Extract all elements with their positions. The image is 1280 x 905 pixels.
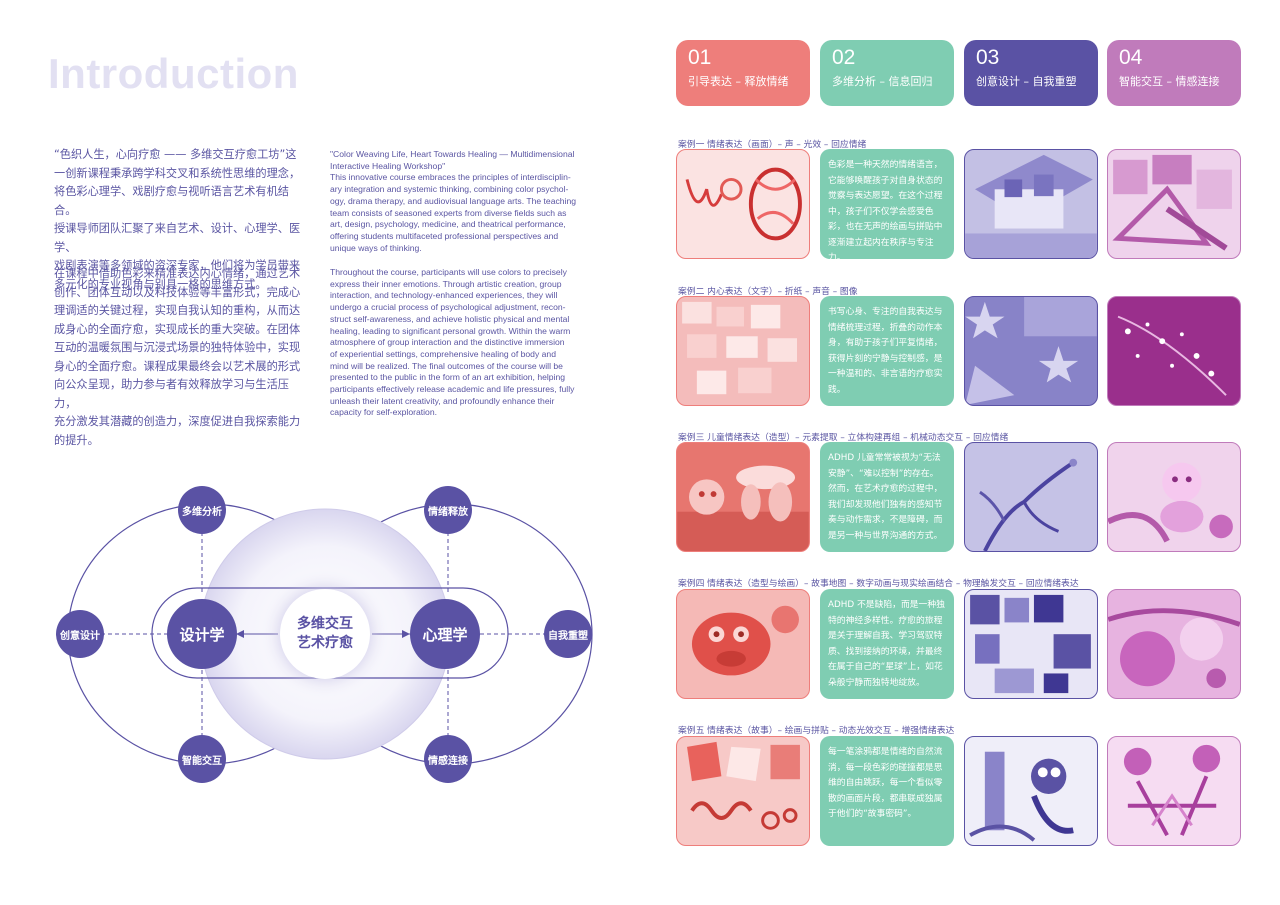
case-1-title: 案例一 情绪表达（画面）– 声 – 光效 – 回应情绪 — [678, 140, 867, 150]
category-01: 01 引导表达 – 释放情绪 — [676, 40, 810, 106]
case-4-description: ADHD 不是缺陷，而是一种独特的神经多样性。疗愈的旅程是关于理解自我、学习驾驭… — [820, 589, 954, 699]
case-4-image-red — [676, 589, 810, 699]
case-5-image-red — [676, 736, 810, 846]
case-2-title: 案例二 内心表达（文字）– 折纸 – 声音 – 图像 — [678, 287, 858, 297]
emotion-release-node: 情绪释放 — [424, 486, 472, 534]
category-04: 04 智能交互 – 情感连接 — [1107, 40, 1241, 106]
design-node: 设计学 — [167, 599, 237, 669]
case-2-description: 书写心身、专注的自我表达与情绪梳理过程，折叠的动作本身，有助于孩子们平复情绪，获… — [820, 296, 954, 406]
category-04-number: 04 — [1119, 46, 1143, 69]
emotional-connection-node: 情感连接 — [424, 735, 472, 783]
case-3-image-red — [676, 442, 810, 552]
self-reshaping-node: 自我重塑 — [544, 610, 592, 658]
case-5-title: 案例五 情绪表达（故事）– 绘画与拼贴 – 动态光效交互 – 增强情绪表达 — [678, 726, 955, 736]
analysis-node: 多维分析 — [178, 486, 226, 534]
case-3-image-blue — [964, 442, 1098, 552]
case-1-image-pink — [1107, 149, 1241, 259]
category-01-label: 引导表达 – 释放情绪 — [688, 75, 789, 88]
category-02-number: 02 — [832, 46, 856, 69]
case-3-title: 案例三 儿童情绪表达（造型）– 元素提取 – 立体构建再组 – 机械动态交互 –… — [678, 433, 1009, 443]
psychology-node: 心理学 — [410, 599, 480, 669]
case-4-image-blue — [964, 589, 1098, 699]
center-node-line-1: 多维交互 — [297, 616, 353, 632]
category-03: 03 创意设计 – 自我重塑 — [964, 40, 1098, 106]
case-1-image-blue — [964, 149, 1098, 259]
category-02: 02 多维分析 – 信息回归 — [820, 40, 954, 106]
center-node: 多维交互 艺术疗愈 — [280, 589, 370, 679]
case-4-title: 案例四 情绪表达（造型与绘画）– 故事地图 – 数字动画与现实绘画结合 – 物理… — [678, 579, 1079, 589]
case-2-image-blue — [964, 296, 1098, 406]
page-title: Introduction — [48, 50, 299, 97]
category-01-number: 01 — [688, 46, 712, 69]
case-5-image-blue — [964, 736, 1098, 846]
case-3-description: ADHD 儿童常常被视为“无法安静”、“难以控制”的存在。然而，在艺术疗愈的过程… — [820, 442, 954, 552]
intro-en-paragraph-1: "Color Weaving Life, Heart Towards Heali… — [330, 149, 577, 253]
case-4-image-pink — [1107, 589, 1241, 699]
creative-design-node: 创意设计 — [56, 610, 104, 658]
intro-zh-paragraph-2: 在课程中借助色彩来精准表达内心情绪，通过艺术 创作、团体互动以及科技体验等丰富形… — [54, 267, 301, 447]
center-node-line-2: 艺术疗愈 — [297, 635, 353, 651]
case-2-image-pink — [1107, 296, 1241, 406]
category-03-number: 03 — [976, 46, 1000, 69]
case-3-image-pink — [1107, 442, 1241, 552]
category-02-label: 多维分析 – 信息回归 — [832, 75, 933, 88]
intro-en-paragraph-2: Throughout the course, participants will… — [330, 267, 575, 418]
case-1-image-red — [676, 149, 810, 259]
case-5-description: 每一笔涂鸦都是情绪的自然流淌，每一段色彩的碰撞都是思维的自由跳跃，每一个看似零散… — [820, 736, 954, 846]
intro-zh-paragraph-1: “色织人生，心向疗愈 —— 多维交互疗愈工坊”这 一创新课程秉承跨学科交叉和系统… — [54, 148, 301, 291]
case-5-image-pink — [1107, 736, 1241, 846]
case-1-description: 色彩是一种天然的情绪语言，它能够唤醒孩子对自身状态的觉察与表达愿望。在这个过程中… — [820, 149, 954, 263]
discipline-diagram: 多维交互 艺术疗愈 设计学 心理学 多维分析 情绪释放 智能交互 情感连接 创意… — [40, 470, 620, 800]
category-03-label: 创意设计 – 自我重塑 — [976, 75, 1077, 88]
smart-interaction-node: 智能交互 — [178, 735, 226, 783]
category-04-label: 智能交互 – 情感连接 — [1119, 75, 1220, 88]
case-2-image-red — [676, 296, 810, 406]
